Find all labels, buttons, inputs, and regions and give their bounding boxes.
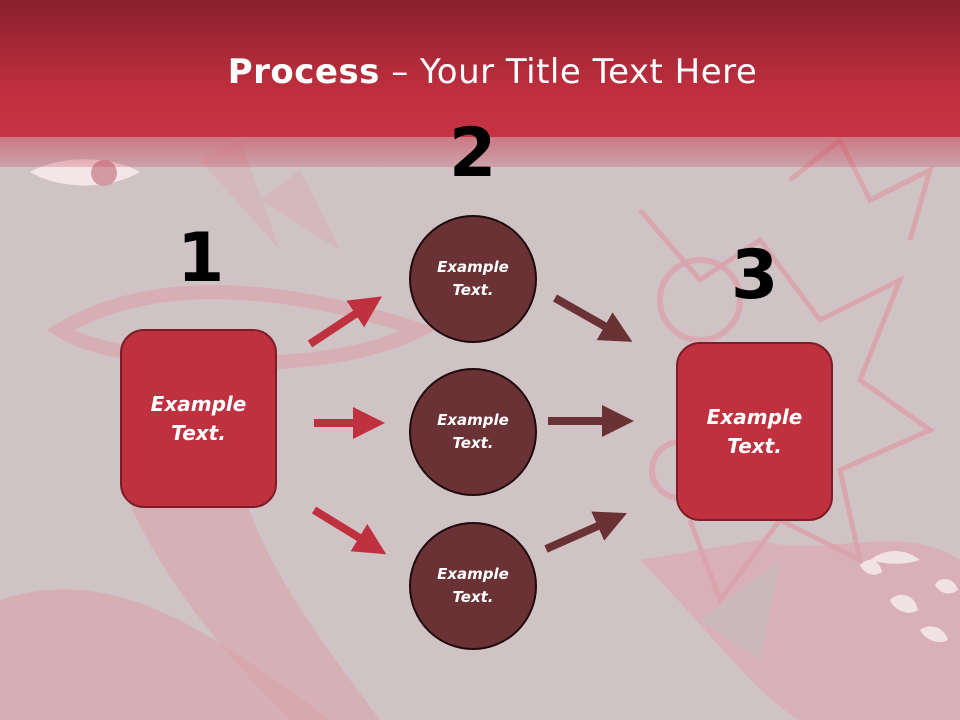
title-bar [0, 0, 960, 137]
arrow-from-circle-3 [544, 511, 627, 553]
title-bar-shadow [0, 137, 960, 167]
step-number-3: 3 [731, 236, 779, 315]
process-circle-2: Example Text. [409, 368, 537, 496]
slide-title: Process – Your Title Text Here [0, 52, 960, 92]
process-box-start: Example Text. [120, 329, 277, 508]
title-rest: – Your Title Text Here [379, 52, 758, 92]
process-circle-3-label: Example Text. [437, 565, 509, 606]
arrow-to-circle-1 [307, 296, 383, 348]
step-number-1: 1 [177, 219, 225, 298]
process-circle-2-label: Example Text. [437, 411, 509, 452]
process-box-end-label: Example Text. [706, 404, 803, 458]
process-box-end: Example Text. [676, 342, 833, 521]
process-circle-3: Example Text. [409, 522, 537, 650]
step-number-2: 2 [449, 114, 497, 193]
process-circle-1-label: Example Text. [437, 258, 509, 299]
arrow-to-circle-3 [311, 506, 387, 555]
process-circle-1: Example Text. [409, 215, 537, 343]
title-bold: Process [227, 52, 380, 92]
arrow-from-circle-1 [553, 294, 633, 342]
process-box-start-label: Example Text. [150, 391, 247, 445]
